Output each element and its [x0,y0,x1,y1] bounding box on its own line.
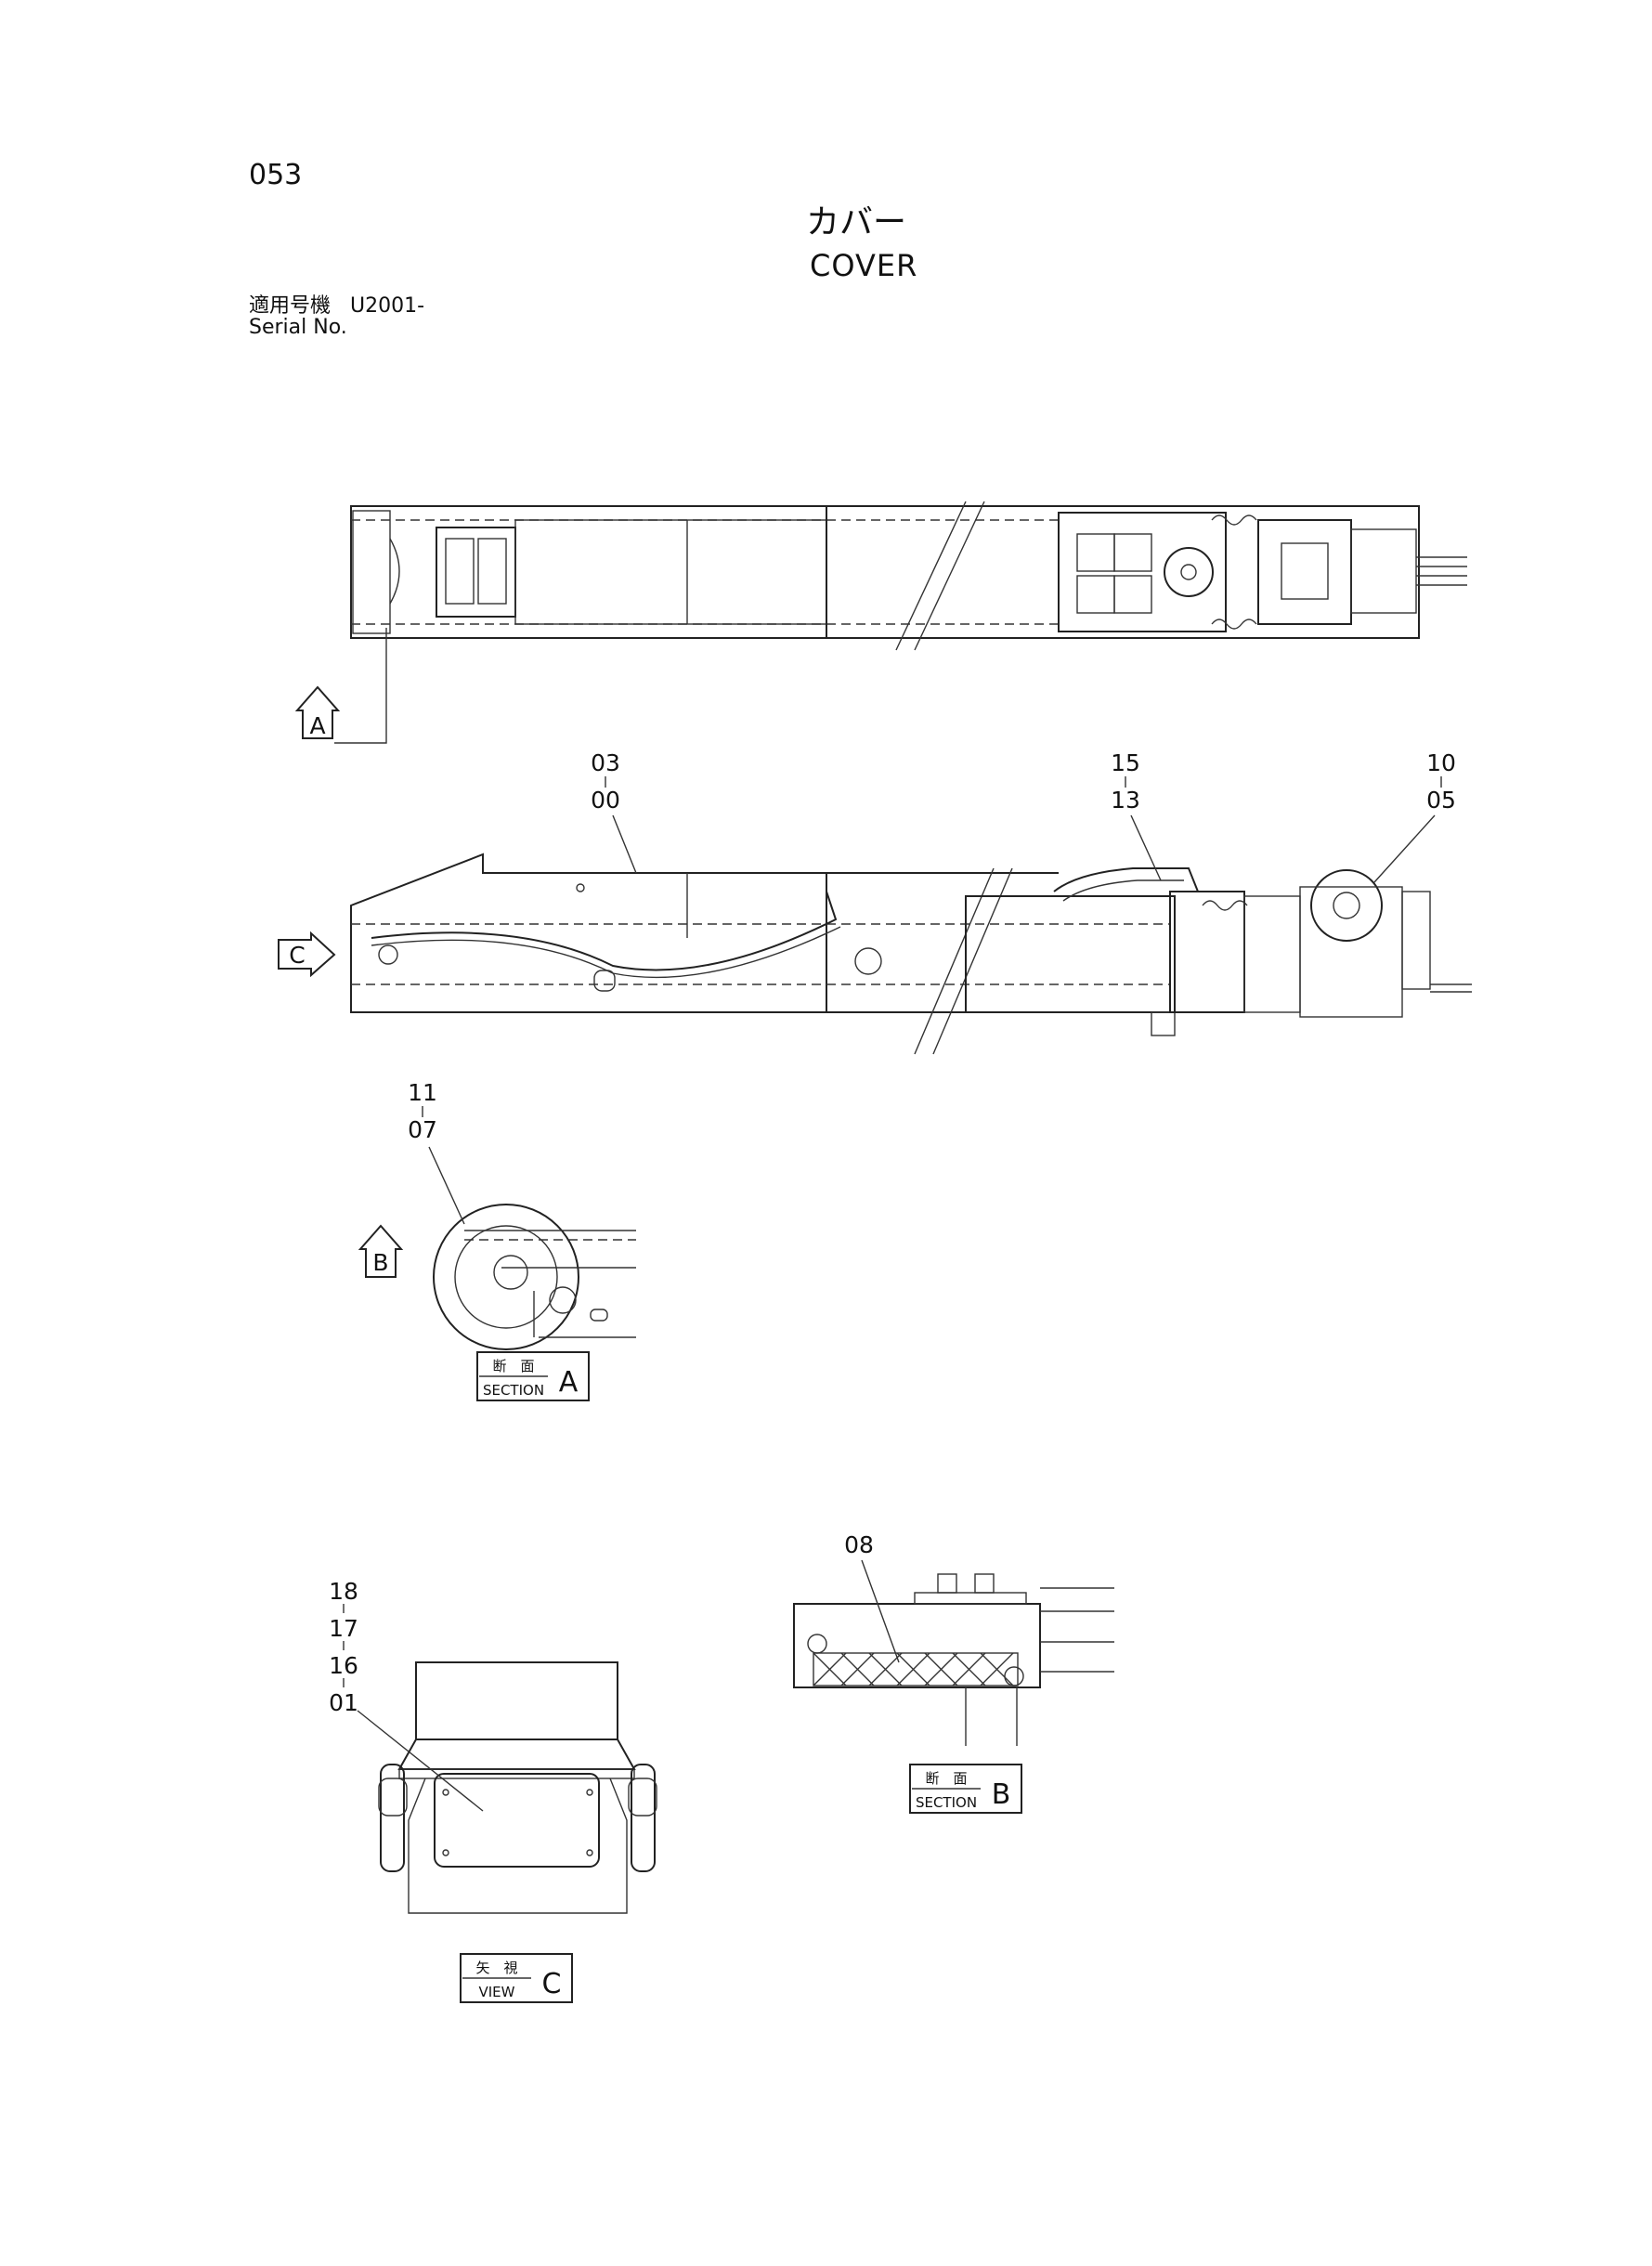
serial-label-english: Serial No. [249,316,347,340]
callout-number: 10 [1426,749,1456,776]
callout-number: 18 [329,1578,358,1605]
serial-number-block: 適用号機 U2001- Serial No. [249,295,424,338]
view-marker-c-letter: C [289,942,305,969]
callout-number: 15 [1111,749,1140,776]
callout-number: 00 [591,787,620,814]
callout-10-05: 10 05 [1373,749,1456,883]
section-tag-en: SECTION [483,1382,544,1399]
callout-number: 08 [844,1531,874,1558]
section-tag-a: 断 面 SECTION A [476,1351,590,1401]
callout-number: 07 [408,1116,437,1143]
section-tag-jp: 断 面 [925,1770,967,1787]
callout-11-07: 11 07 [408,1079,465,1225]
view-marker-a: A [294,685,341,739]
boom-top-view [334,501,1467,744]
serial-value: U2001- [350,294,425,318]
callout-number: 01 [329,1689,358,1716]
section-tag-c: 矢 視 VIEW C [460,1953,573,2003]
section-a-detail [433,1204,636,1350]
section-tag-en: VIEW [479,1984,515,2000]
section-tag-letter: B [992,1778,1011,1811]
title-english: COVER [810,248,918,283]
callout-18-17-16-01: 18 17 16 01 [329,1578,484,1812]
view-marker-a-letter: A [309,712,325,739]
callout-15-13: 15 13 [1111,749,1162,881]
section-tag-jp: 断 面 [492,1358,534,1374]
callout-number: 03 [591,749,620,776]
view-marker-c: C [278,931,336,978]
callout-number: 13 [1111,787,1140,814]
callout-number: 11 [408,1079,437,1106]
section-tag-letter: A [559,1366,579,1399]
callout-number: 05 [1426,787,1456,814]
callout-03-00: 03 00 [591,749,637,874]
page-number: 053 [249,159,303,191]
callout-08: 08 [844,1531,900,1663]
section-tag-b: 断 面 SECTION B [909,1764,1022,1814]
serial-label-japanese: 適用号機 [249,294,332,318]
section-tag-en: SECTION [916,1794,977,1811]
boom-side-view [350,853,1472,1055]
section-tag-letter: C [542,1968,562,2000]
section-b-detail [793,1573,1114,1746]
section-tag-jp: 矢 視 [475,1960,517,1976]
title-japanese: カバー [806,203,907,241]
view-marker-b: B [358,1224,404,1278]
view-marker-b-letter: B [372,1249,388,1276]
callout-number: 16 [329,1652,358,1679]
callout-number: 17 [329,1615,358,1642]
view-c-detail [378,1661,657,1914]
